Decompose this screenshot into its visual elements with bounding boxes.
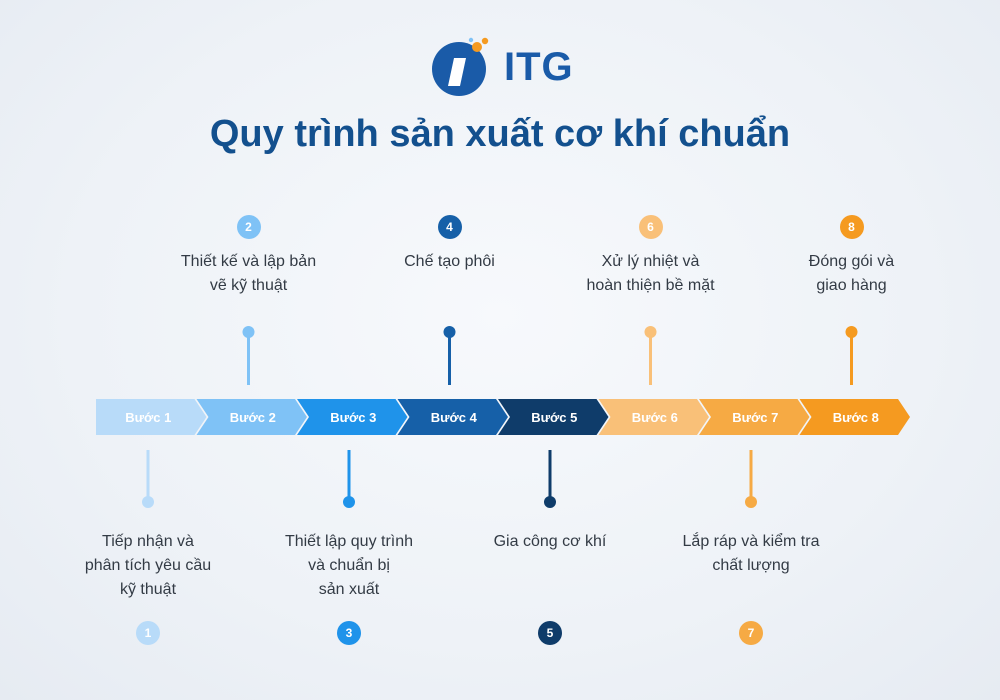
step-description-6: Xử lý nhiệt và hoàn thiện bề mặt — [561, 250, 741, 298]
step-label-3: Bước 3 — [330, 410, 376, 425]
step-arrow-5: Bước 5 — [498, 399, 609, 508]
step-label-1: Bước 1 — [125, 410, 171, 425]
step-chevron-6 — [598, 399, 709, 435]
step-description-line: chất lượng — [712, 557, 790, 574]
step-description-line: vẽ kỹ thuật — [209, 277, 288, 294]
step-description-line: Xử lý nhiệt và — [601, 253, 700, 270]
step-chevron-3 — [297, 399, 408, 435]
step-description-1: Tiếp nhận và phân tích yêu cầu kỹ thuật — [58, 530, 238, 602]
step-label-7: Bước 7 — [732, 410, 778, 425]
step-dot-4 — [443, 326, 456, 338]
step-dot-3 — [343, 496, 355, 508]
step-description-line: và chuẩn bị — [308, 557, 390, 574]
step-label-4: Bước 4 — [431, 410, 478, 425]
step-description-line: kỹ thuật — [119, 581, 177, 598]
step-description-line: Tiếp nhận và — [102, 533, 194, 550]
step-description-line: hoàn thiện bề mặt — [586, 277, 715, 294]
step-description-line: giao hàng — [816, 277, 887, 294]
itg-logo-icon — [432, 37, 489, 96]
step-arrow-1: Bước 1 — [96, 399, 207, 508]
step-arrow-8: Bước 8 — [799, 326, 910, 435]
step-number-badge-1: 1 — [136, 621, 160, 645]
step-arrow-6: Bước 6 — [598, 326, 709, 435]
step-dot-7 — [745, 496, 757, 508]
step-description-line: sản xuất — [318, 581, 380, 598]
step-dot-8 — [845, 326, 858, 338]
step-arrow-2: Bước 2 — [196, 326, 307, 435]
step-number-badge-3: 3 — [337, 621, 361, 645]
step-description-5: Gia công cơ khí — [460, 530, 640, 554]
step-number-badge-8: 8 — [839, 215, 864, 239]
step-chevron-2 — [196, 399, 307, 435]
step-arrow-7: Bước 7 — [699, 399, 810, 508]
itg-logo: ITG — [430, 36, 580, 98]
step-label-2: Bước 2 — [230, 410, 276, 425]
step-description-4: Chế tạo phôi — [360, 250, 540, 274]
step-description-2: Thiết kế và lập bản vẽ kỹ thuật — [159, 250, 339, 298]
step-description-line: Chế tạo phôi — [404, 253, 495, 270]
step-description-line: Thiết kế và lập bản — [180, 253, 317, 270]
step-arrow-4: Bước 4 — [397, 326, 508, 435]
step-description-line: phân tích yêu cầu — [84, 557, 212, 574]
step-chevron-8 — [799, 399, 910, 435]
step-description-line: Lắp ráp và kiểm tra — [682, 533, 820, 550]
step-description-line: Gia công cơ khí — [493, 533, 607, 550]
step-chevron-4 — [397, 399, 508, 435]
step-dot-1 — [142, 496, 154, 508]
step-number-badge-5: 5 — [538, 621, 562, 645]
step-chevron-1 — [96, 399, 207, 435]
step-description-line: Đóng gói và — [808, 253, 895, 270]
step-description-3: Thiết lập quy trình và chuẩn bị sản xuất — [259, 530, 439, 602]
step-arrow-3: Bước 3 — [297, 399, 408, 508]
step-number-badge-4: 4 — [437, 215, 462, 239]
step-number-badge-7: 7 — [739, 621, 763, 645]
step-chevron-5 — [498, 399, 609, 435]
step-label-6: Bước 6 — [632, 410, 678, 425]
step-label-5: Bước 5 — [531, 410, 577, 425]
step-description-8: Đóng gói và giao hàng — [762, 250, 942, 298]
step-description-line: Thiết lập quy trình — [284, 533, 414, 550]
step-chevron-7 — [699, 399, 810, 435]
step-dot-6 — [644, 326, 657, 338]
step-number-badge-6: 6 — [638, 215, 663, 239]
brand-name: ITG — [504, 45, 574, 89]
step-dot-5 — [544, 496, 556, 508]
step-label-8: Bước 8 — [833, 410, 879, 425]
page-title: Quy trình sản xuất cơ khí chuẩn — [209, 113, 791, 155]
step-number-badge-2: 2 — [236, 215, 261, 239]
step-description-7: Lắp ráp và kiểm tra chất lượng — [661, 530, 841, 578]
step-dot-2 — [242, 326, 255, 338]
